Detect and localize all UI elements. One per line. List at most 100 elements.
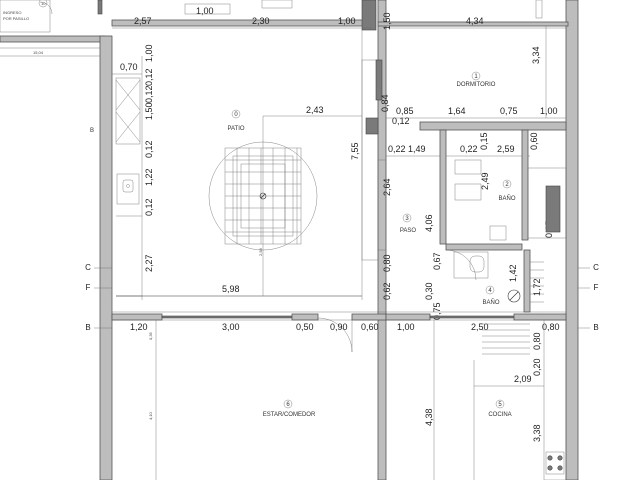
dim-mid-259: 2,59 (497, 144, 515, 154)
section-b-right: B (593, 323, 598, 332)
east-wall (565, 0, 579, 480)
dim-mid-060: 0,60 (529, 132, 539, 150)
dim-estar-410: 4,10 (148, 411, 153, 420)
bano2-number: 4 (488, 288, 492, 294)
cocina-name: COCINA (488, 412, 511, 418)
dim-patio-598: 5,98 (222, 284, 240, 294)
paso-room: 3 PASO (377, 159, 417, 251)
dim-bottom-250: 2,50 (471, 322, 489, 332)
bano2-name: BAÑO (482, 299, 499, 306)
patio-column (365, 117, 379, 135)
dim-mid-084: 0,84 (380, 94, 390, 112)
drain-unit (115, 77, 141, 145)
estar-room: 6 ESTAR/COMEDOR 4,10 4,38 (148, 320, 435, 480)
ingreso-marker (38, 0, 48, 8)
dim-cocina-080: 0,80 (532, 332, 542, 350)
bano1-shower (527, 167, 567, 239)
dim-mid-075b: 0,75 (432, 302, 442, 320)
dim-top-230: 2,30 (252, 16, 270, 26)
ingreso-door-swing (39, 1, 53, 15)
section-c-left: C (85, 263, 91, 272)
cocina-room: 5 COCINA 2,09 0,20 0,80 3,38 (473, 261, 567, 480)
section-f-right: F (594, 283, 599, 292)
estar-window (161, 315, 293, 319)
dim-mid-172: 1,72 (532, 278, 542, 296)
dim-bottom-300: 3,00 (222, 322, 240, 332)
bano1-room: 2 BAÑO (439, 129, 567, 245)
dormitorio-north-wall (377, 21, 569, 27)
central-planter (208, 141, 318, 251)
dim-patio-258: 2,58 (258, 247, 263, 256)
section-c-right: C (593, 263, 599, 272)
dim-bottom-120: 1,20 (130, 322, 148, 332)
bano2-shower-tray (453, 251, 489, 279)
dim-bottom-060: 0,60 (361, 322, 379, 332)
dormitorio-name: DORMITORIO (457, 82, 496, 88)
bano1-toilet-icon (454, 159, 482, 175)
bano2-sink-icon (507, 289, 521, 303)
bano1-bidet-icon (454, 183, 482, 201)
paso-name: PASO (400, 228, 417, 234)
dim-patio-755: 7,55 (350, 142, 360, 160)
dim-mid-264: 2,64 (382, 178, 392, 196)
dim-mid-067: 0,67 (432, 252, 442, 270)
dim-dorm-334: 3,34 (531, 46, 541, 64)
dim-patio-150: 1,50 (144, 102, 154, 120)
cocina-number: 5 (498, 402, 502, 408)
planter-center-icon (259, 192, 267, 200)
bano2-door-swing (445, 249, 477, 281)
dim-mid-164: 1,64 (448, 106, 466, 116)
outer-walls (97, 0, 579, 480)
paso-number: 3 (405, 216, 409, 222)
ingreso-jamb (97, 0, 103, 15)
dim-mid-030: 0,30 (424, 282, 434, 300)
sink-unit (116, 173, 140, 205)
dim-top-100b: 1,00 (338, 16, 356, 26)
section-f-left: F (86, 283, 91, 292)
dim-mid-075: 0,75 (500, 106, 518, 116)
dim-bottom-035: 0,35 (148, 331, 153, 340)
section-small-b: B (90, 128, 94, 134)
ingreso-marker-num: 10 (41, 1, 46, 6)
dim-bottom-090: 0,90 (330, 322, 348, 332)
dim-mid-022b: 0,22 (460, 144, 478, 154)
dormitorio-room: 1 DORMITORIO 3,34 (457, 0, 547, 118)
ingreso-area: INGRESO POR PASILLO 10 15,04 (0, 0, 106, 57)
corridor-dim: 15,04 (33, 50, 44, 55)
bano-north-wall (419, 121, 567, 131)
dim-top-100a: 1,00 (196, 6, 214, 16)
patio-estar-wall: 1,20 3,00 0,50 0,90 0,60 1,00 2,50 0,80 … (111, 311, 567, 353)
dim-mid-012: 0,12 (392, 116, 410, 126)
dim-patio-012c: 0,12 (144, 140, 154, 158)
kitchen-counter (543, 319, 567, 480)
dim-mid-142: 1,42 (508, 264, 518, 282)
stove-icon (545, 451, 565, 475)
top-dimensions: 1,00 2,57 2,30 1,00 1,50 4,34 (112, 0, 566, 30)
patio-east-glazing (361, 59, 379, 261)
patio-service-strip: 0,70 1,00 0,12 0,12 1,50 0,12 1,22 0,12 … (112, 44, 154, 300)
dim-bottom-100: 1,00 (397, 322, 415, 332)
dim-mid-085: 0,85 (396, 106, 414, 116)
patio-window-a (375, 59, 383, 101)
estar-number: 6 (286, 402, 290, 408)
dim-patio-012b: 0,12 (144, 85, 154, 103)
dim-bottom-080: 0,80 (542, 322, 560, 332)
dim-top-257: 2,57 (134, 16, 152, 26)
dim-patio-012a: 0,12 (144, 68, 154, 86)
dim-patio-227: 2,27 (144, 254, 154, 272)
cocina-window (429, 315, 515, 319)
section-b-left: B (85, 323, 90, 332)
dim-patio-122: 1,22 (144, 168, 154, 186)
estar-door-swing (317, 317, 353, 353)
dim-mid-062: 0,62 (382, 282, 392, 300)
section-marks: C F B C F B B (85, 128, 599, 332)
ingreso-label-2: POR PASILLO (3, 16, 29, 21)
dim-cocina-020: 0,20 (532, 358, 542, 376)
estar-name: ESTAR/COMEDOR (263, 412, 316, 418)
bano1-number: 2 (505, 182, 509, 188)
dim-patio-012d: 0,12 (144, 198, 154, 216)
west-wall (99, 35, 113, 480)
dim-mid-249: 2,49 (480, 172, 490, 190)
dim-cocina-338: 3,38 (532, 424, 542, 442)
patio-number: 0 (234, 112, 238, 118)
